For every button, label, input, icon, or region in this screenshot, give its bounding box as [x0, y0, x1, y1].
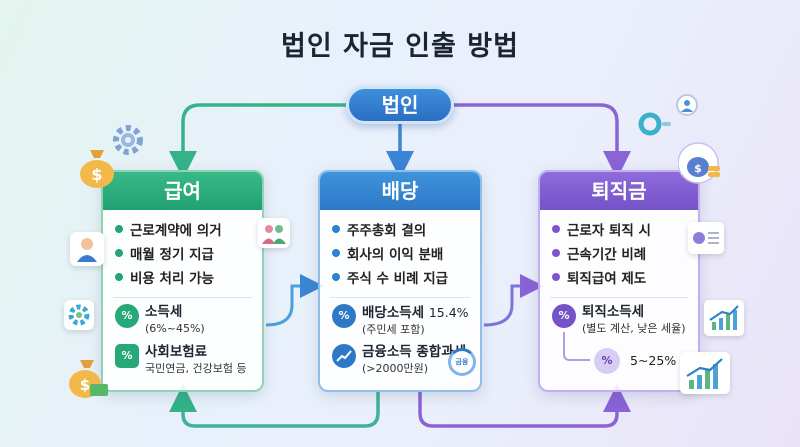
retirement-bullets: 근로자 퇴직 시 근속기간 비례 퇴직급여 제도	[540, 210, 698, 291]
connector-icon	[563, 332, 590, 361]
money-bag-icon: $	[677, 142, 724, 184]
salary-bullets: 근로계약에 의거 매월 정기 지급 비용 처리 가능	[103, 210, 262, 291]
money-bag-icon: $	[78, 146, 116, 188]
gear-icon	[110, 122, 146, 158]
tax-name: 금융소득 종합과세	[362, 344, 467, 360]
tax-rate: 15.4%	[428, 305, 469, 320]
money-bag-icon: $	[66, 356, 108, 400]
tax-name: 퇴직소득세	[582, 304, 645, 320]
tax-name: 소득세	[145, 304, 183, 320]
tax-detail: 국민연금, 건강보험 등	[145, 362, 247, 375]
calculator-icon	[688, 222, 724, 254]
gear-icon	[64, 300, 94, 330]
salary-card: 급여 근로계약에 의거 매월 정기 지급 비용 처리 가능 % 소득세 (6%~…	[101, 170, 264, 392]
page-title: 법인 자금 인출 방법	[281, 31, 519, 62]
dividend-heading: 배당	[320, 172, 480, 210]
list-item: 비용 처리 가능	[115, 267, 262, 291]
growth-chart-icon	[704, 300, 744, 336]
people-icon	[258, 218, 290, 248]
toggle-icon	[638, 110, 672, 138]
person-icon	[70, 232, 104, 266]
tax-name: 사회보험료	[145, 344, 208, 360]
tax-name: 배당소득세	[362, 305, 425, 321]
svg-text:$: $	[694, 162, 702, 175]
tax-detail: (6%~45%)	[145, 322, 205, 335]
list-item: 주식 수 비례 지급	[332, 267, 480, 291]
list-item: 회사의 이익 분배	[332, 243, 480, 267]
money-bag-icon: %	[332, 304, 356, 328]
salary-heading: 급여	[103, 172, 262, 210]
svg-text:$: $	[91, 165, 102, 184]
tax-detail: (별도 계산, 낮은 세율)	[582, 322, 686, 335]
dividend-bullets: 주주총회 결의 회사의 이익 분배 주식 수 비례 지급	[320, 210, 480, 291]
tax-detail: (주민세 포함)	[362, 323, 425, 336]
list-item: 근속기간 비례	[552, 243, 698, 267]
list-item: 주주총회 결의	[332, 219, 480, 243]
arrow-bottom-loop-right	[418, 384, 631, 428]
arrow-source-to-retirement	[454, 103, 631, 179]
divider	[550, 297, 688, 298]
financial-gauge-icon: 금융	[448, 348, 476, 376]
svg-text:$: $	[80, 376, 90, 394]
source-node: 법인	[346, 86, 454, 124]
arrow-salary-to-dividend	[265, 274, 324, 327]
money-bag-icon: %	[115, 304, 139, 328]
tax-detail: (>2000만원)	[362, 362, 429, 375]
dividend-card: 배당 주주총회 결의 회사의 이익 분배 주식 수 비례 지급 % 배당소득세 …	[318, 170, 482, 392]
arrow-bottom-loop-left	[169, 384, 380, 428]
arrow-dividend-to-retirement	[483, 274, 544, 327]
divider	[113, 297, 252, 298]
percent-icon: %	[594, 348, 620, 374]
percent-icon: %	[115, 344, 139, 368]
tax-rate: 5~25%	[630, 353, 677, 368]
divider	[330, 297, 470, 298]
retirement-card: 퇴직금 근로자 퇴직 시 근속기간 비례 퇴직급여 제도 % 퇴직소득세 (별도…	[538, 170, 700, 392]
growth-chart-icon	[680, 352, 730, 394]
money-bag-icon: %	[552, 304, 576, 328]
list-item: 근로계약에 의거	[115, 219, 262, 243]
growth-chart-icon	[332, 344, 356, 368]
arrow-source-to-salary	[169, 103, 346, 179]
list-item: 퇴직급여 제도	[552, 267, 698, 291]
list-item: 매월 정기 지급	[115, 243, 262, 267]
list-item: 근로자 퇴직 시	[552, 219, 698, 243]
retirement-heading: 퇴직금	[540, 172, 698, 210]
avatar-icon	[676, 94, 698, 116]
